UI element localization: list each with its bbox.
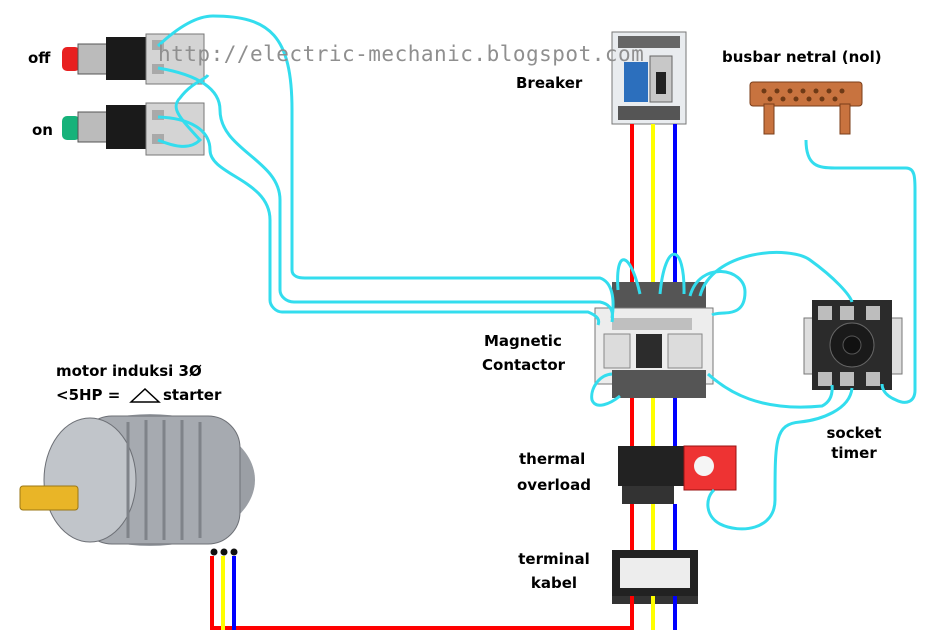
socket-label-line1: socket bbox=[826, 424, 882, 442]
socket-label-line2: timer bbox=[831, 444, 877, 462]
thermal-overload bbox=[618, 445, 737, 504]
busbar-netral bbox=[749, 81, 863, 135]
terminal-kabel bbox=[612, 550, 698, 604]
thermal-label-line2: overload bbox=[517, 476, 591, 494]
magnetic-contactor bbox=[594, 282, 714, 398]
breaker-label: Breaker bbox=[516, 74, 583, 92]
terminal-label-line2: kabel bbox=[530, 574, 578, 592]
delta-symbol bbox=[129, 387, 161, 403]
magnetic-label-line1: Magnetic bbox=[484, 332, 562, 350]
terminal-label-line1: terminal bbox=[518, 550, 590, 568]
induction-motor bbox=[19, 414, 255, 556]
thermal-label-line1: thermal bbox=[519, 450, 586, 468]
phase-s-wire bbox=[221, 124, 655, 630]
watermark: http://electric-mechanic.blogspot.com bbox=[158, 42, 645, 66]
motor-label-line2b: starter bbox=[163, 386, 222, 404]
phase-r-wire bbox=[210, 124, 634, 630]
breaker bbox=[611, 31, 687, 125]
magnetic-label-line2: Contactor bbox=[482, 356, 566, 374]
off-label: off bbox=[28, 49, 51, 67]
busbar-label: busbar netral (nol) bbox=[722, 48, 882, 66]
motor-label-line2a: <5HP = bbox=[56, 386, 121, 404]
socket-timer bbox=[803, 300, 903, 390]
on-label: on bbox=[32, 121, 53, 139]
motor-label-line1: motor induksi 3Ø bbox=[56, 362, 202, 380]
control-wire bbox=[156, 14, 917, 531]
